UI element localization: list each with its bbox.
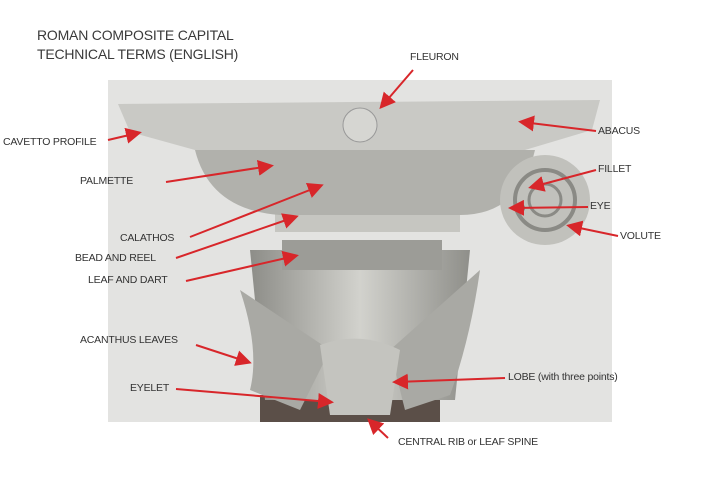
label-cavetto-profile: CAVETTO PROFILE: [3, 136, 97, 148]
label-eyelet: EYELET: [130, 382, 170, 394]
label-palmette: PALMETTE: [80, 175, 134, 187]
label-eye: EYE: [590, 200, 611, 212]
label-abacus: ABACUS: [598, 125, 640, 137]
label-bead-and-reel: BEAD AND REEL: [75, 252, 156, 264]
title-line-1: ROMAN COMPOSITE CAPITAL: [37, 27, 234, 43]
diagram-title: ROMAN COMPOSITE CAPITAL TECHNICAL TERMS …: [37, 26, 238, 64]
label-lobe: LOBE (with three points): [508, 371, 618, 383]
annotation-arrows: [107, 69, 619, 439]
title-line-2: TECHNICAL TERMS (ENGLISH): [37, 46, 239, 62]
label-leaf-and-dart: LEAF AND DART: [88, 274, 168, 286]
label-volute: VOLUTE: [620, 230, 661, 242]
label-acanthus-leaves: ACANTHUS LEAVES: [80, 334, 178, 346]
label-central-rib: CENTRAL RIB or LEAF SPINE: [398, 436, 538, 448]
label-fleuron: FLEURON: [410, 51, 459, 63]
label-fillet: FILLET: [598, 163, 632, 175]
label-calathos: CALATHOS: [120, 232, 175, 244]
